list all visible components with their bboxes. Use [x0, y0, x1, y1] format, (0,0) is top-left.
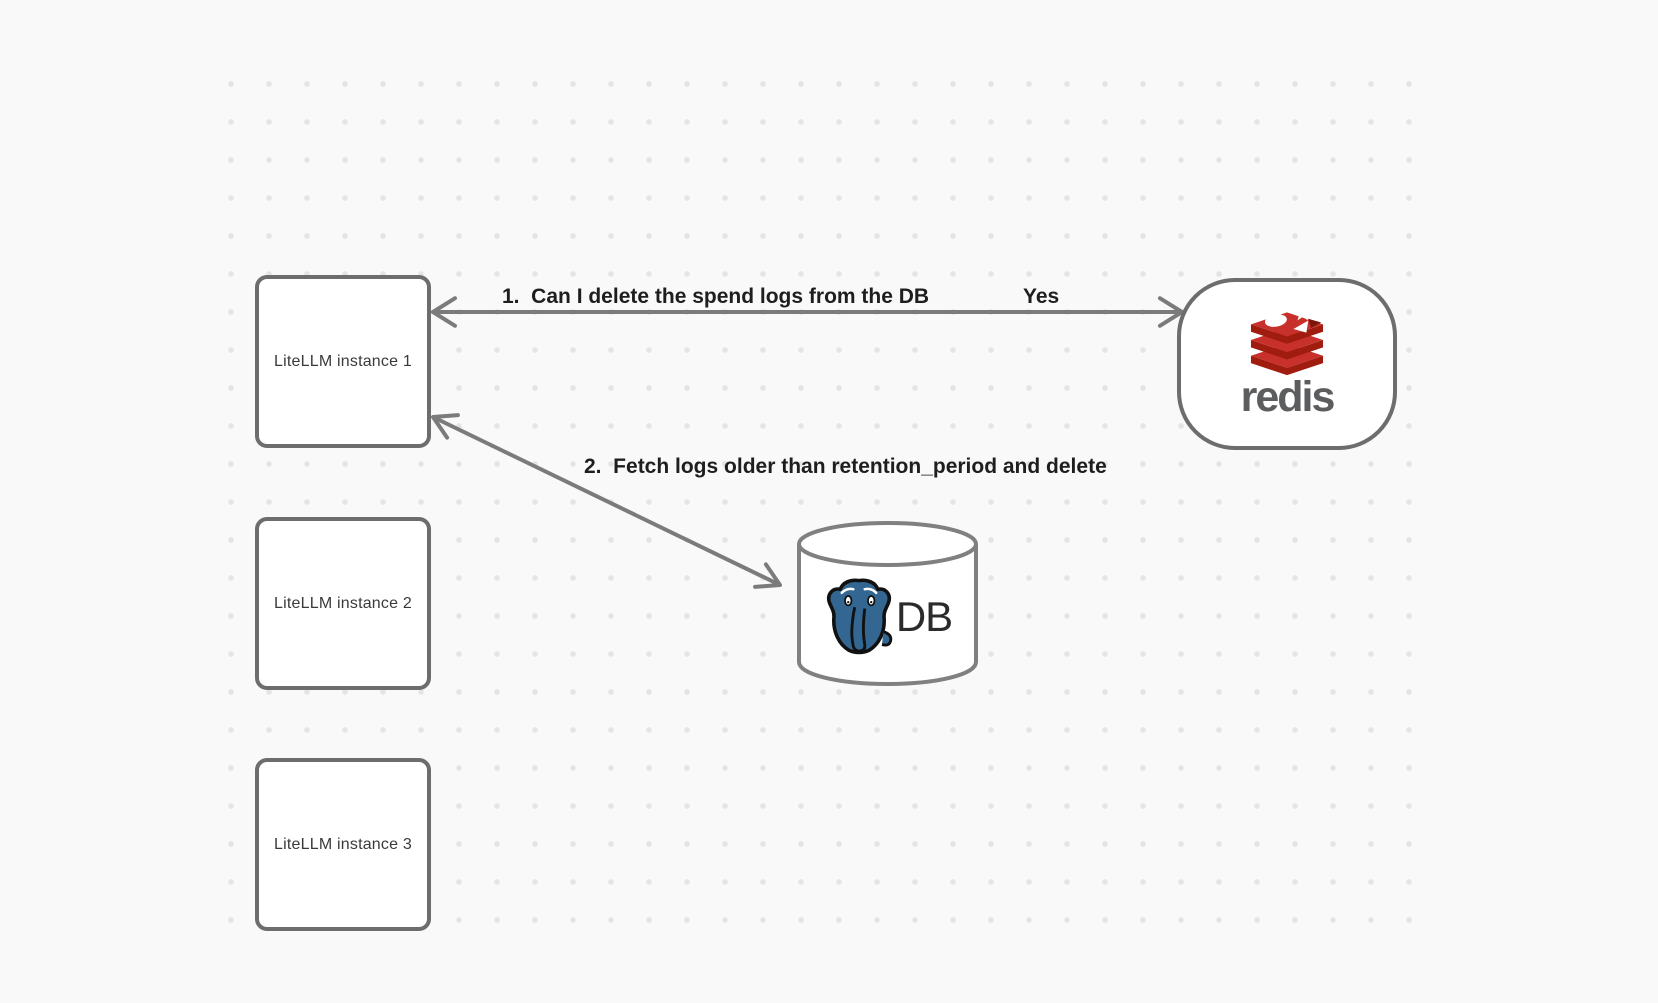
litellm-instance-2-node[interactable]: LiteLLM instance 2	[255, 517, 431, 690]
database-cylinder-shape	[797, 521, 978, 687]
redis-wordmark: redis	[1240, 373, 1336, 421]
litellm-instance-2-label: LiteLLM instance 2	[274, 594, 412, 612]
database-content: DB	[796, 577, 979, 656]
arrow-fetch-logs-delete[interactable]	[431, 413, 782, 589]
litellm-instance-3-node[interactable]: LiteLLM instance 3	[255, 758, 431, 931]
arrow2-shaft	[433, 416, 780, 586]
arrow1-label: 1. Can I delete the spend logs from the …	[502, 285, 930, 308]
litellm-instance-3-label: LiteLLM instance 3	[274, 835, 412, 853]
redis-node[interactable]: redis	[1177, 278, 1397, 450]
arrow2-label: 2. Fetch logs older than retention_perio…	[584, 455, 1107, 478]
db-label: DB	[895, 592, 953, 640]
litellm-instance-1-label: LiteLLM instance 1	[274, 352, 412, 370]
arrow1-response-label: Yes	[1023, 285, 1060, 308]
postgresql-elephant-icon	[826, 578, 893, 655]
arrow1-left-arrowhead-icon	[431, 296, 457, 328]
database-node[interactable]: DB	[796, 519, 979, 689]
arrow2-upper-arrowhead-icon	[431, 413, 460, 440]
redis-logo-icon	[1250, 304, 1324, 376]
arrow2-lower-arrowhead-icon	[753, 562, 782, 589]
litellm-instance-1-node[interactable]: LiteLLM instance 1	[255, 275, 431, 448]
